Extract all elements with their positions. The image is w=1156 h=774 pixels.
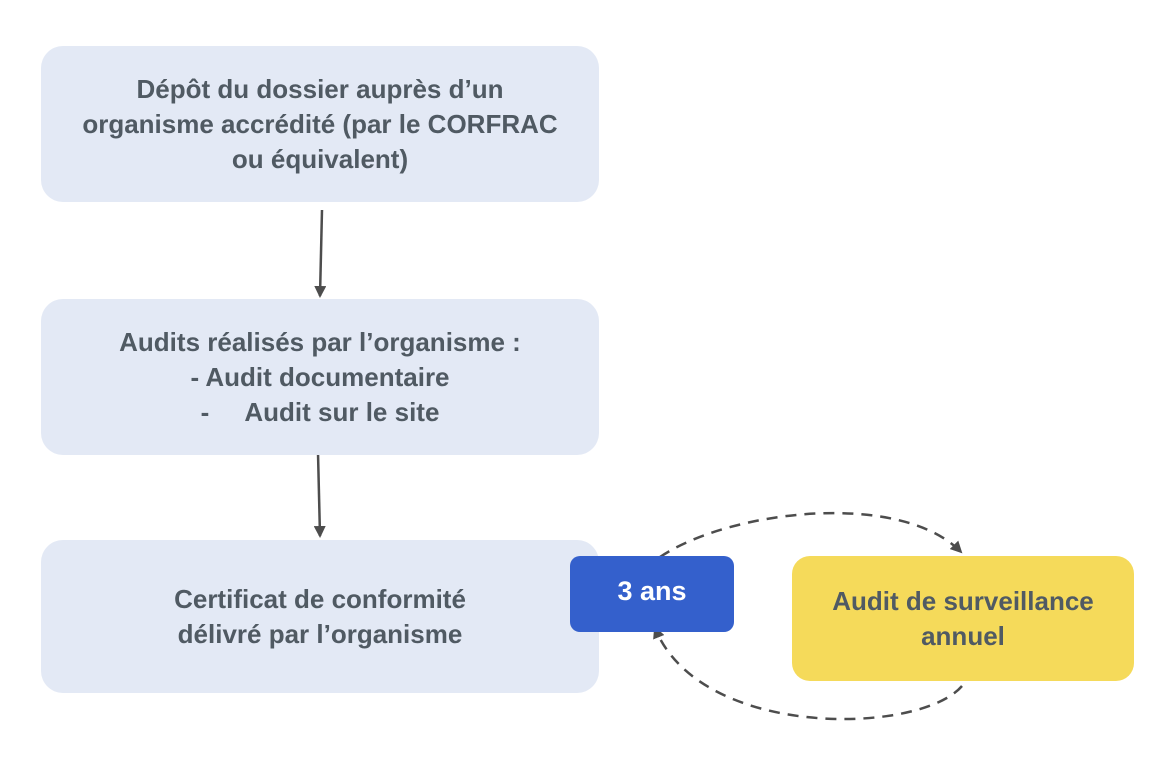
step-audits: Audits réalisés par l’organisme : - Audi…: [41, 299, 599, 455]
step-text-line: Dépôt du dossier auprès d’un: [136, 73, 504, 104]
dashed-arrow-surveillance-to-badge: [653, 626, 963, 721]
surveillance-text-line: annuel: [921, 620, 1005, 651]
step-text-line: - Audit documentaire: [190, 361, 450, 392]
step-text-line: - Audit sur le site: [200, 396, 440, 427]
step-text-line: organisme accrédité (par le CORFRAC: [82, 108, 558, 139]
arrow-step1-to-step2: [314, 209, 327, 298]
arrow-step2-to-step3: [313, 452, 326, 538]
step-certificate: Certificat de conformité délivré par l’o…: [41, 540, 599, 693]
step-text-line: ou équivalent): [231, 143, 409, 174]
step-file-submission: Dépôt du dossier auprès d’un organisme a…: [41, 46, 599, 202]
step-text-line: Audits réalisés par l’organisme :: [119, 326, 521, 357]
validity-label: 3 ans: [617, 575, 687, 606]
dashed-arrow-badge-to-surveillance: [659, 511, 963, 559]
step-text-line: délivré par l’organisme: [177, 618, 463, 649]
surveillance-audit-box: Audit de surveillance annuel: [792, 556, 1134, 681]
validity-badge: 3 ans: [570, 556, 734, 632]
surveillance-text-line: Audit de surveillance: [832, 585, 1094, 616]
step-text-line: Certificat de conformité: [174, 583, 466, 614]
